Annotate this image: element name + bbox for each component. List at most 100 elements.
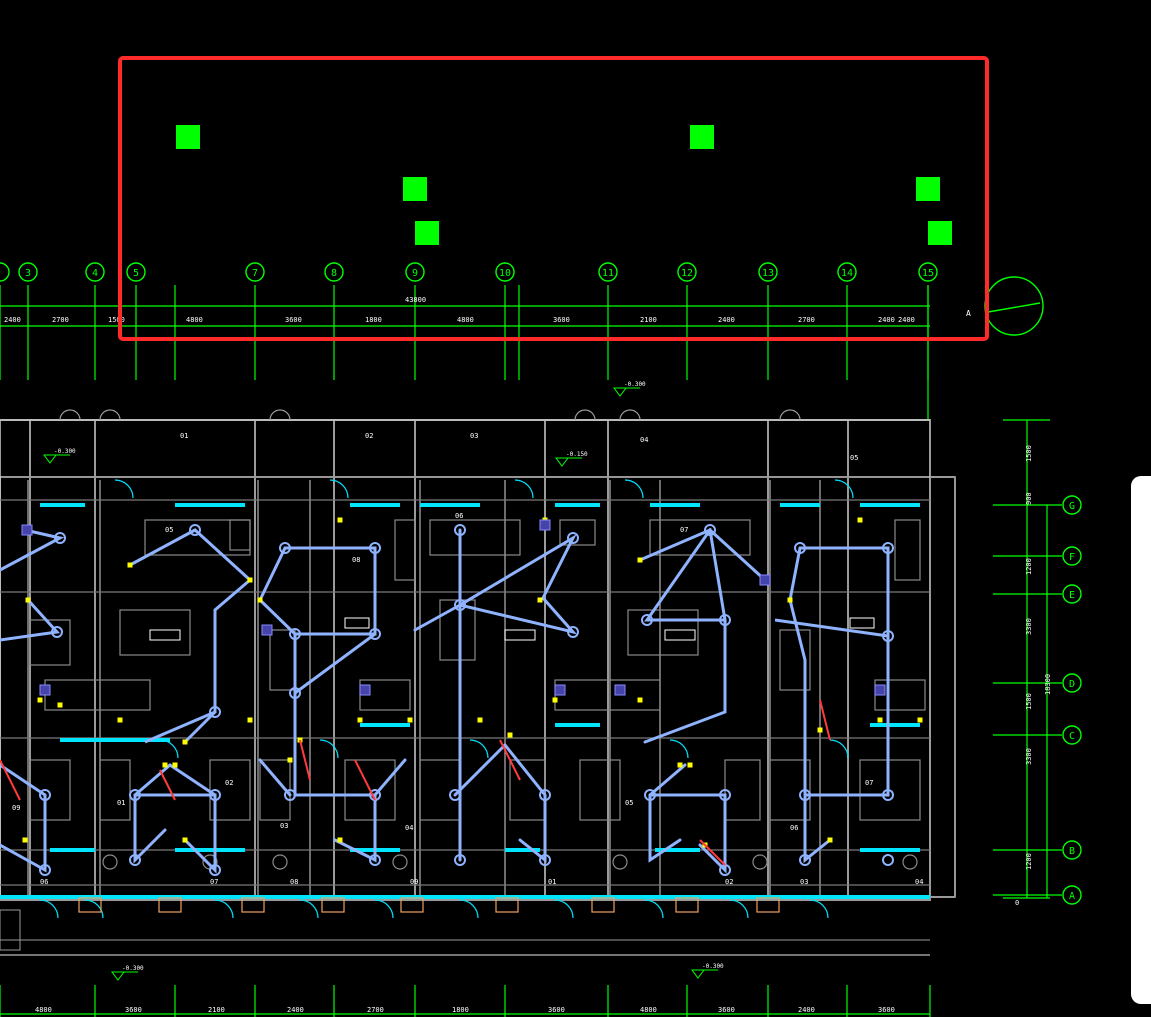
fixture-line — [699, 839, 726, 866]
door-swing — [669, 739, 689, 759]
axis-bubble-circle — [405, 262, 425, 282]
axis-bubble: 8 — [324, 262, 344, 282]
side-panel[interactable] — [1131, 476, 1151, 1004]
furniture-block — [579, 759, 621, 821]
pipe-node — [454, 854, 466, 866]
room-tag: 07 — [680, 526, 688, 534]
pipe-node — [882, 854, 894, 866]
green-marker-square[interactable] — [916, 177, 940, 201]
door-swing-top — [619, 409, 641, 421]
axis-bubble: 10 — [495, 262, 515, 282]
furniture-block — [29, 759, 71, 821]
row-bubble-circle — [1062, 673, 1082, 693]
axis-bubble: 5 — [126, 262, 146, 282]
green-marker-square[interactable] — [403, 177, 427, 201]
elevation-symbol — [613, 387, 640, 397]
right-dim-label: 1500 — [1025, 445, 1033, 462]
fixture-point — [917, 717, 923, 723]
pipe-node — [799, 854, 811, 866]
right-dimension-lines — [1003, 419, 1050, 899]
axis-bubble: 4 — [85, 262, 105, 282]
furniture-block — [229, 519, 251, 551]
door-swing-top — [779, 409, 801, 421]
row-bubble-circle — [1062, 840, 1082, 860]
pipe-node — [644, 789, 656, 801]
row-bubble-circle — [1062, 495, 1082, 515]
pipe-node — [369, 628, 381, 640]
pipe-node — [284, 789, 296, 801]
door-swing-top — [269, 409, 291, 421]
selection-box[interactable] — [118, 56, 989, 341]
pipe-node — [704, 524, 716, 536]
elevation-label: -0.300 — [122, 965, 144, 972]
elevation-mark: -0.300 — [43, 448, 76, 464]
top-dim-label: 2700 — [52, 316, 69, 324]
axis-bubble-label: 4 — [92, 268, 98, 279]
fixtures — [0, 517, 923, 876]
room-tag: 02 — [365, 432, 373, 440]
door-swing-top — [99, 409, 121, 421]
axis-bubble-circle — [85, 262, 105, 282]
elevation-label: -0.150 — [566, 451, 588, 458]
fixture-circle — [902, 854, 918, 870]
pipe-node — [39, 864, 51, 876]
row-bubble: B — [993, 840, 1082, 860]
room-tag: 05 — [625, 799, 633, 807]
room-tag: 02 — [725, 878, 733, 886]
door-swing — [299, 899, 319, 919]
elevation-label: -0.300 — [54, 448, 76, 455]
elevation-symbol — [43, 454, 70, 464]
pipe-run — [648, 793, 727, 874]
row-bubble: G — [993, 495, 1082, 515]
room-tag: 05 — [850, 454, 858, 462]
green-marker-square[interactable] — [415, 221, 439, 245]
pipe-node — [882, 789, 894, 801]
top-dim-label: 4800 — [186, 316, 203, 324]
room-tag: 03 — [800, 878, 808, 886]
fixture-circle — [272, 854, 288, 870]
axis-bubble-circle — [245, 262, 265, 282]
door-swing — [39, 899, 59, 919]
axis-bubble-label: 8 — [331, 268, 337, 279]
pipe-node — [641, 614, 653, 626]
pipe-run — [183, 710, 217, 744]
axis-bubble-circle — [324, 262, 344, 282]
bottom-dim-label: 3600 — [718, 1006, 735, 1014]
fixture-circle — [102, 854, 118, 870]
elevation-label: -0.300 — [702, 963, 724, 970]
top-dim-label: 3600 — [285, 316, 302, 324]
door-swing — [834, 479, 854, 499]
room-tag: 06 — [790, 824, 798, 832]
pipe-run — [133, 793, 167, 864]
door-swing — [729, 899, 749, 919]
fixture-point — [57, 702, 63, 708]
pipe-node — [39, 789, 51, 801]
fixture-point — [182, 739, 188, 745]
bottom-dim-label: 3600 — [548, 1006, 565, 1014]
furniture-block — [119, 609, 191, 656]
right-dim-label: 1200 — [1025, 558, 1033, 575]
pipe-network — [0, 527, 890, 874]
right-dim-label: 900 — [1025, 492, 1033, 505]
right-dim-label: 3300 — [1025, 748, 1033, 765]
top-dim-label: 2400 — [878, 316, 895, 324]
pipe-node — [289, 628, 301, 640]
axis-bubble-label: 12 — [681, 268, 693, 279]
room-tag: 02 — [225, 779, 233, 787]
green-marker-square[interactable] — [928, 221, 952, 245]
green-marker-square[interactable] — [690, 125, 714, 149]
elevation-label: -0.300 — [624, 381, 646, 388]
fixture-point — [877, 717, 883, 723]
fixture-box — [539, 519, 551, 531]
pipe-node — [209, 864, 221, 876]
fixture-point — [357, 717, 363, 723]
green-marker-square[interactable] — [176, 125, 200, 149]
north-label: A — [966, 309, 971, 318]
selection-markers[interactable] — [176, 125, 952, 245]
bottom-dim-label: 2100 — [208, 1006, 225, 1014]
door-swing — [459, 899, 479, 919]
axis-bubble: 13 — [758, 262, 778, 282]
pipe-node — [882, 542, 894, 554]
